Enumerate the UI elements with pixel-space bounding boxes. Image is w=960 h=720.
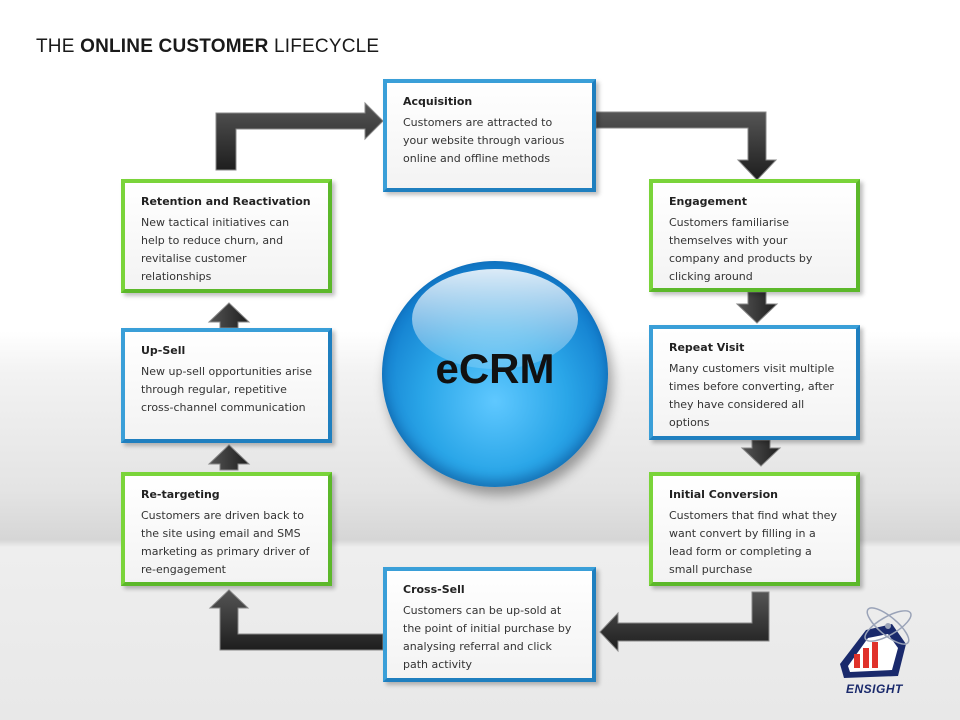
ensight-wordmark: ENSIGHT — [846, 682, 903, 696]
stage-retention: Retention and Reactivation New tactical … — [121, 179, 332, 293]
stage-title: Up-Sell — [141, 344, 186, 357]
page-title: THE ONLINE CUSTOMER LIFECYCLE — [36, 36, 380, 57]
ecrm-label: eCRM — [435, 345, 555, 392]
ensight-logo-icon — [840, 607, 912, 678]
stage-title: Re-targeting — [141, 488, 220, 501]
arrow-retention-to-acquisition — [215, 101, 384, 171]
arrow-conversion-to-crosssell — [599, 591, 770, 653]
ecrm-sphere: eCRM — [382, 261, 608, 487]
arrow-crosssell-to-retargeting — [208, 589, 384, 651]
stage-engagement: Engagement Customers familiarise themsel… — [649, 179, 860, 292]
stage-title: Acquisition — [403, 95, 473, 108]
stage-description: Customers are attracted to your website … — [403, 116, 565, 165]
stage-description: Customers that find what they want conve… — [669, 509, 837, 576]
stage-description: Customers familiarise themselves with yo… — [669, 216, 813, 283]
stage-title: Engagement — [669, 195, 747, 208]
stage-retargeting: Re-targeting Customers are driven back t… — [121, 472, 332, 586]
arrow-retargeting-to-upsell — [207, 444, 251, 471]
arrow-engagement-to-repeat — [735, 291, 779, 324]
stage-repeat-visit: Repeat Visit Many customers visit multip… — [649, 325, 860, 440]
ensight-logo: ENSIGHT — [832, 604, 942, 700]
stage-title: Initial Conversion — [669, 488, 778, 501]
stage-title: Repeat Visit — [669, 341, 745, 354]
stage-cross-sell: Cross-Sell Customers can be up-sold at t… — [383, 567, 596, 682]
stage-initial-conversion: Initial Conversion Customers that find w… — [649, 472, 860, 586]
stage-description: Customers can be up-sold at the point of… — [403, 604, 572, 671]
arrow-upsell-to-retention — [207, 302, 251, 329]
stage-description: Many customers visit multiple times befo… — [669, 362, 835, 429]
stage-description: New tactical initiatives can help to red… — [141, 216, 290, 283]
stage-up-sell: Up-Sell New up-sell opportunities arise … — [121, 328, 332, 443]
stage-description: Customers are driven back to the site us… — [141, 509, 310, 576]
stage-description: New up-sell opportunities arise through … — [141, 365, 312, 414]
stage-title: Retention and Reactivation — [141, 195, 311, 208]
arrow-acquisition-to-engagement — [595, 111, 778, 181]
stage-acquisition: Acquisition Customers are attracted to y… — [383, 79, 596, 192]
stage-title: Cross-Sell — [403, 583, 465, 596]
arrow-repeat-to-conversion — [740, 439, 782, 467]
sphere-highlight — [412, 269, 578, 369]
